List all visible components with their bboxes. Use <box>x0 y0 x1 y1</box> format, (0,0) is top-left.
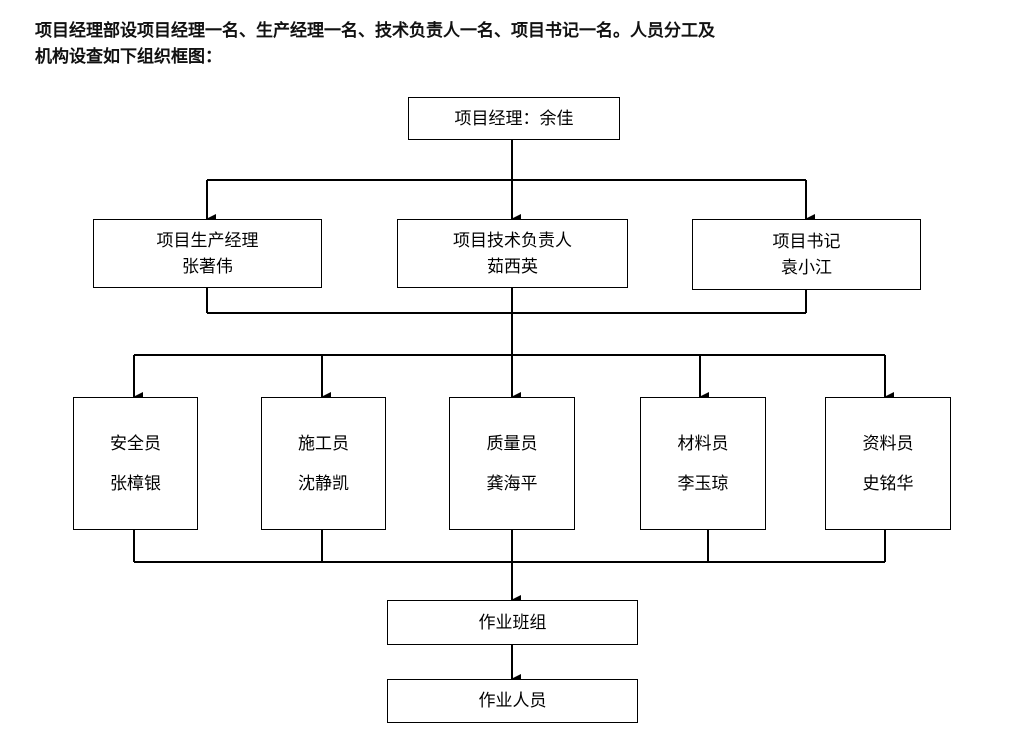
intro-line-1: 项目经理部设项目经理一名、生产经理一名、技术负责人一名、项目书记一名。人员分工及 <box>35 21 715 41</box>
box-secretary: 项目书记 袁小江 <box>692 219 921 290</box>
document-officer-name: 史铭华 <box>862 473 914 494</box>
intro-line-2: 机构设查如下组织框图： <box>35 47 222 67</box>
box-project-manager: 项目经理：余佳 <box>408 97 620 140</box>
safety-officer-title: 安全员 <box>110 433 161 454</box>
box-workers: 作业人员 <box>387 679 638 723</box>
intro-text: 项目经理部设项目经理一名、生产经理一名、技术负责人一名、项目书记一名。人员分工及… <box>35 18 1005 70</box>
box-tech-lead: 项目技术负责人 茹西英 <box>397 219 628 288</box>
box-construction-officer: 施工员 沈静凯 <box>261 397 386 530</box>
work-team-label: 作业班组 <box>478 612 547 633</box>
construction-officer-title: 施工员 <box>298 433 349 454</box>
tech-lead-title: 项目技术负责人 <box>453 230 572 251</box>
secretary-name: 袁小江 <box>781 257 832 278</box>
tech-lead-name: 茹西英 <box>487 256 538 277</box>
box-material-officer: 材料员 李玉琼 <box>640 397 766 530</box>
material-officer-title: 材料员 <box>677 433 729 454</box>
material-officer-name: 李玉琼 <box>677 473 729 494</box>
box-production-manager: 项目生产经理 张著伟 <box>93 219 322 288</box>
quality-officer-name: 龚海平 <box>486 473 538 494</box>
workers-label: 作业人员 <box>478 691 547 711</box>
box-quality-officer: 质量员 龚海平 <box>449 397 575 530</box>
project-manager-label: 项目经理：余佳 <box>454 108 574 129</box>
box-document-officer: 资料员 史铭华 <box>825 397 951 530</box>
secretary-title: 项目书记 <box>772 231 841 252</box>
box-safety-officer: 安全员 张樟银 <box>73 397 198 530</box>
document-officer-title: 资料员 <box>862 433 914 454</box>
production-manager-title: 项目生产经理 <box>156 230 259 251</box>
construction-officer-name: 沈静凯 <box>298 473 349 494</box>
box-work-team: 作业班组 <box>387 600 638 645</box>
quality-officer-title: 质量员 <box>486 433 538 454</box>
safety-officer-name: 张樟银 <box>110 473 161 494</box>
production-manager-name: 张著伟 <box>182 256 233 277</box>
